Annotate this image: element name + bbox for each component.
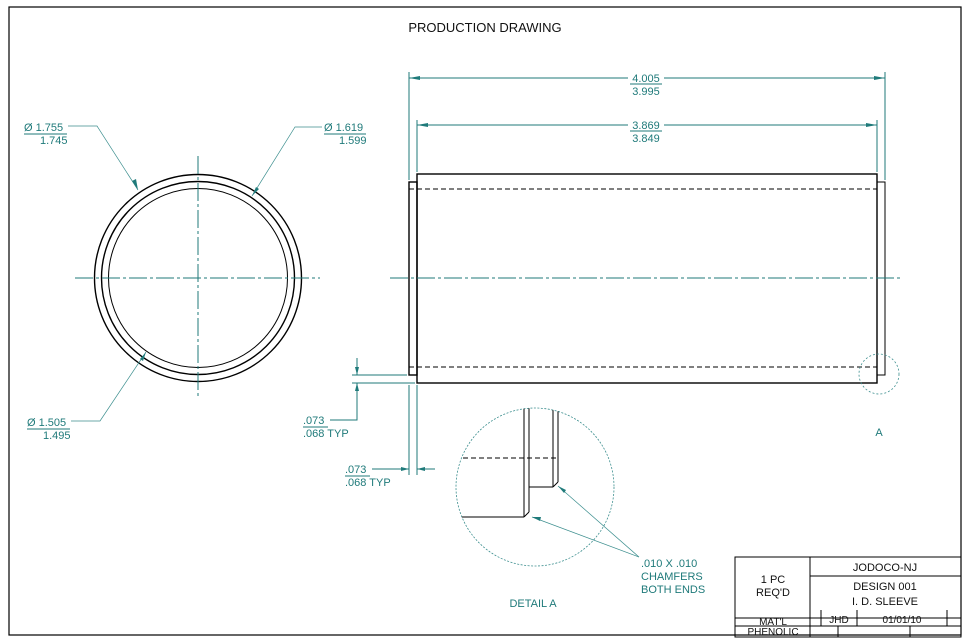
material: PHENOLIC: [747, 627, 798, 638]
dim-inner-diameter: Ø 1.505 1.495: [27, 351, 147, 442]
chamfer-note-line-3: BOTH ENDS: [641, 584, 705, 596]
company: JODOCO-NJ: [853, 562, 917, 574]
chamfer-note-line-2: CHAMFERS: [641, 571, 703, 583]
detail-a: .010 X .010 CHAMFERS BOTH ENDS DETAIL A: [455, 407, 705, 610]
svg-text:Ø 1.619: Ø 1.619: [324, 122, 363, 134]
svg-text:Ø 1.755: Ø 1.755: [24, 122, 63, 134]
svg-text:.073: .073: [345, 464, 366, 476]
svg-text:1.495: 1.495: [43, 430, 71, 442]
arrowhead: [132, 179, 138, 190]
end-view: Ø 1.755 1.745 Ø 1.619 1.599 Ø 1.505 1.49…: [24, 122, 367, 442]
qty: 1 PC: [761, 574, 786, 586]
drawn-by: JHD: [829, 615, 848, 626]
dim-overall-length: 4.005 3.995: [408, 70, 886, 180]
title-block: 1 PC REQ'D JODOCO-NJ DESIGN 001 I. D. SL…: [734, 556, 962, 638]
chamfer-note-line-1: .010 X .010: [641, 558, 697, 570]
detail-label: DETAIL A: [509, 598, 557, 610]
dim-step-axial: .073 .068 TYP: [345, 385, 435, 489]
svg-text:1.599: 1.599: [339, 135, 367, 147]
detail-callout-circle: [858, 353, 900, 395]
dim-step-radial: .073 .068 TYP: [303, 358, 415, 440]
svg-text:4.005: 4.005: [632, 73, 660, 85]
svg-text:3.849: 3.849: [632, 133, 660, 145]
dim-step-diameter: Ø 1.619 1.599: [251, 122, 367, 197]
dim-body-length: 3.869 3.849: [416, 117, 878, 172]
material-label: MAT'L: [759, 617, 787, 628]
svg-text:.068 TYP: .068 TYP: [345, 477, 391, 489]
drawing-title: PRODUCTION DRAWING: [408, 20, 561, 35]
dim-outer-diameter: Ø 1.755 1.745: [24, 122, 139, 191]
sheet-border: [8, 6, 962, 636]
svg-text:3.869: 3.869: [632, 120, 660, 132]
part-name: I. D. SLEEVE: [852, 596, 918, 608]
svg-text:3.995: 3.995: [632, 86, 660, 98]
date: 01/01/10: [883, 615, 922, 626]
svg-text:Ø 1.505: Ø 1.505: [27, 417, 66, 429]
qty-label: REQ'D: [756, 587, 790, 599]
arrowhead: [252, 187, 259, 196]
svg-text:.068 TYP: .068 TYP: [303, 428, 349, 440]
svg-text:.073: .073: [303, 415, 324, 427]
detail-circle: [455, 407, 615, 567]
svg-text:1.745: 1.745: [40, 135, 68, 147]
side-view: 4.005 3.995 3.869 3.849 .073 .068 TYP: [303, 70, 903, 489]
arrowhead: [140, 352, 146, 361]
detail-callout-label: A: [875, 427, 883, 439]
design-number: DESIGN 001: [853, 581, 917, 593]
